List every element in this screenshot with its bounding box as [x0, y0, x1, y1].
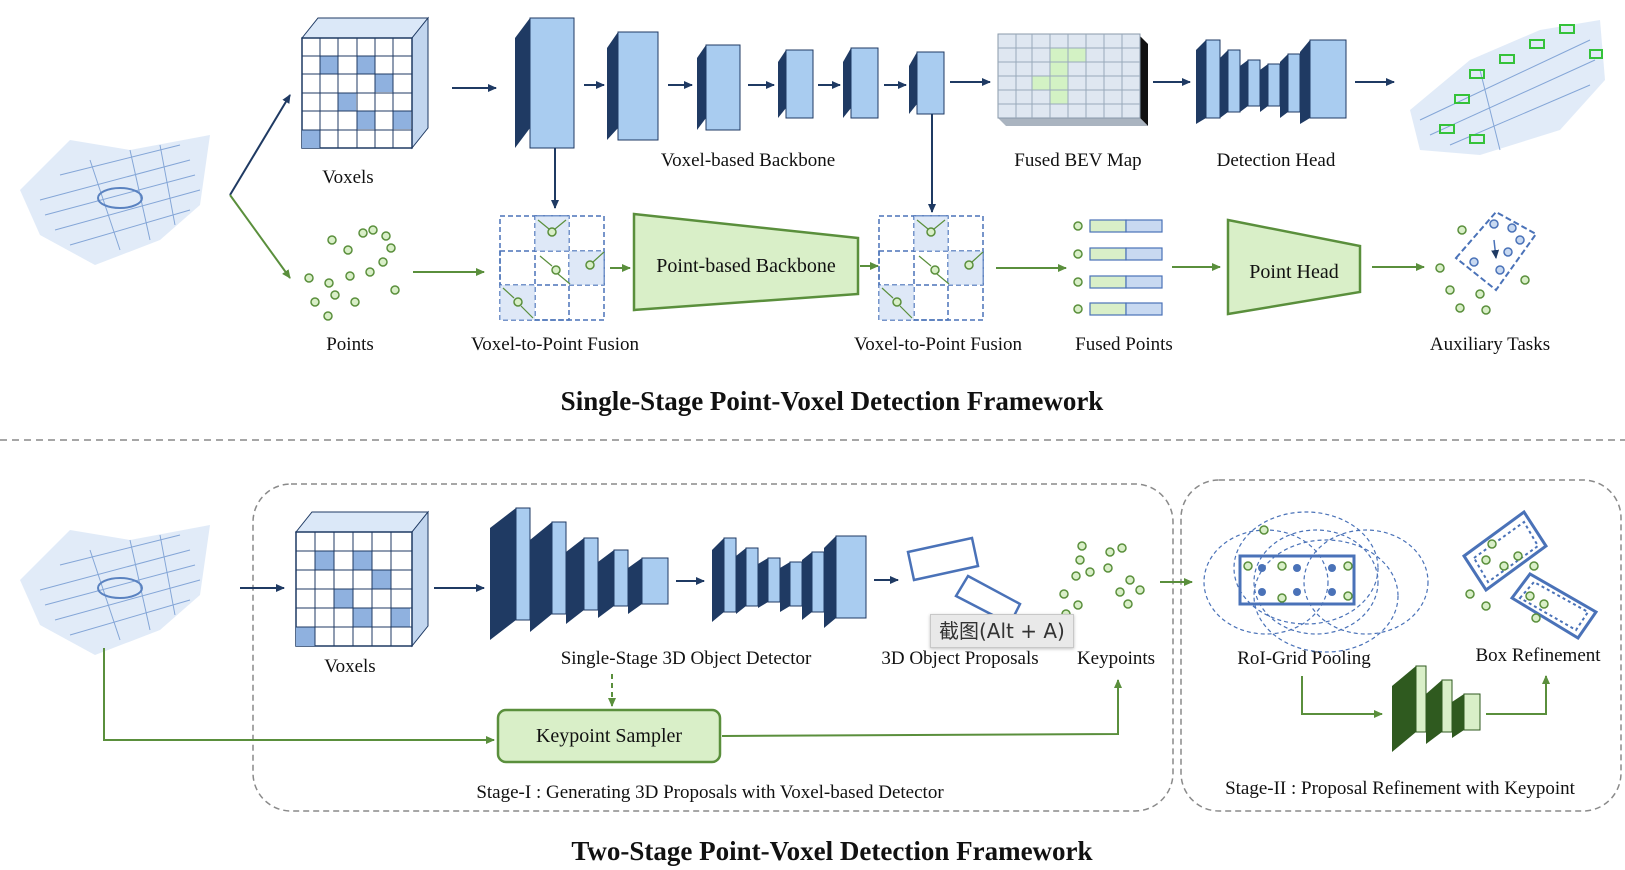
label-fused-points: Fused Points [1075, 334, 1173, 355]
screenshot-tooltip: 截图(Alt + A) [930, 614, 1074, 648]
label-detection-head: Detection Head [1217, 150, 1336, 171]
label-fused-bev-map: Fused BEV Map [1014, 150, 1141, 171]
voxel-backbone-blocks [515, 17, 945, 149]
arrow-cloud-to-sampler [103, 648, 495, 744]
fused-bev-map [997, 33, 1148, 126]
fused-points [1073, 219, 1163, 316]
label-point-head: Point Head [1249, 261, 1338, 283]
arrow-to-points [229, 194, 291, 279]
label-auxiliary-tasks: Auxiliary Tasks [1430, 334, 1550, 355]
point-head [1226, 218, 1362, 316]
label-box-refinement: Box Refinement [1475, 645, 1601, 666]
proposal-boxes [906, 536, 1022, 626]
label-points: Points [326, 334, 374, 355]
stage-2-container [1180, 479, 1622, 812]
label-roi-grid-pooling: RoI-Grid Pooling [1237, 648, 1371, 669]
label-single-stage-detector: Single-Stage 3D Object Detector [561, 648, 812, 669]
voxel-cube-bottom [294, 510, 430, 648]
detection-output-scene [1410, 20, 1605, 155]
arrow-roi-to-refine-net [1301, 676, 1383, 718]
label-point-backbone: Point-based Backbone [656, 255, 836, 277]
input-point-cloud-top [20, 135, 210, 265]
label-keypoint-sampler: Keypoint Sampler [536, 725, 682, 747]
label-voxel-backbone: Voxel-based Backbone [661, 150, 835, 171]
label-voxels-top: Voxels [322, 167, 373, 188]
box-refinement-visual [1461, 509, 1599, 641]
fusion-grid-1 [499, 215, 605, 321]
label-voxels-bottom: Voxels [324, 656, 375, 677]
roi-grid-pooling-visual [1203, 511, 1429, 653]
fusion-grid-2 [878, 215, 984, 321]
label-fusion-2: Voxel-to-Point Fusion [854, 334, 1023, 355]
point-based-backbone [632, 212, 860, 312]
arrow-sampler-to-keypoints [721, 679, 1122, 737]
detector-head-blocks [712, 535, 867, 628]
two-stage-title: Two-Stage Point-Voxel Detection Framewor… [571, 836, 1092, 866]
input-point-cloud-bottom [20, 525, 210, 655]
voxel-cube-top [300, 16, 430, 150]
detection-head [1196, 39, 1347, 124]
label-stage-1: Stage-I : Generating 3D Proposals with V… [476, 782, 944, 803]
label-stage-2: Stage-II : Proposal Refinement with Keyp… [1225, 778, 1576, 799]
label-keypoints: Keypoints [1077, 648, 1155, 669]
stage-1-container [252, 483, 1174, 812]
keypoint-sampler-box [496, 708, 722, 764]
backbone-arrows [584, 78, 991, 89]
label-proposals: 3D Object Proposals [881, 648, 1038, 669]
auxiliary-tasks-visual [1435, 210, 1538, 315]
refinement-network [1392, 665, 1481, 752]
single-stage-detector [490, 507, 669, 640]
raw-points [304, 225, 400, 321]
label-fusion-1: Voxel-to-Point Fusion [471, 334, 640, 355]
keypoints-visual [1059, 541, 1145, 619]
arrow-to-voxels [229, 94, 291, 196]
single-stage-title: Single-Stage Point-Voxel Detection Frame… [561, 386, 1104, 416]
arrow-refine-net-to-boxes [1486, 675, 1550, 715]
